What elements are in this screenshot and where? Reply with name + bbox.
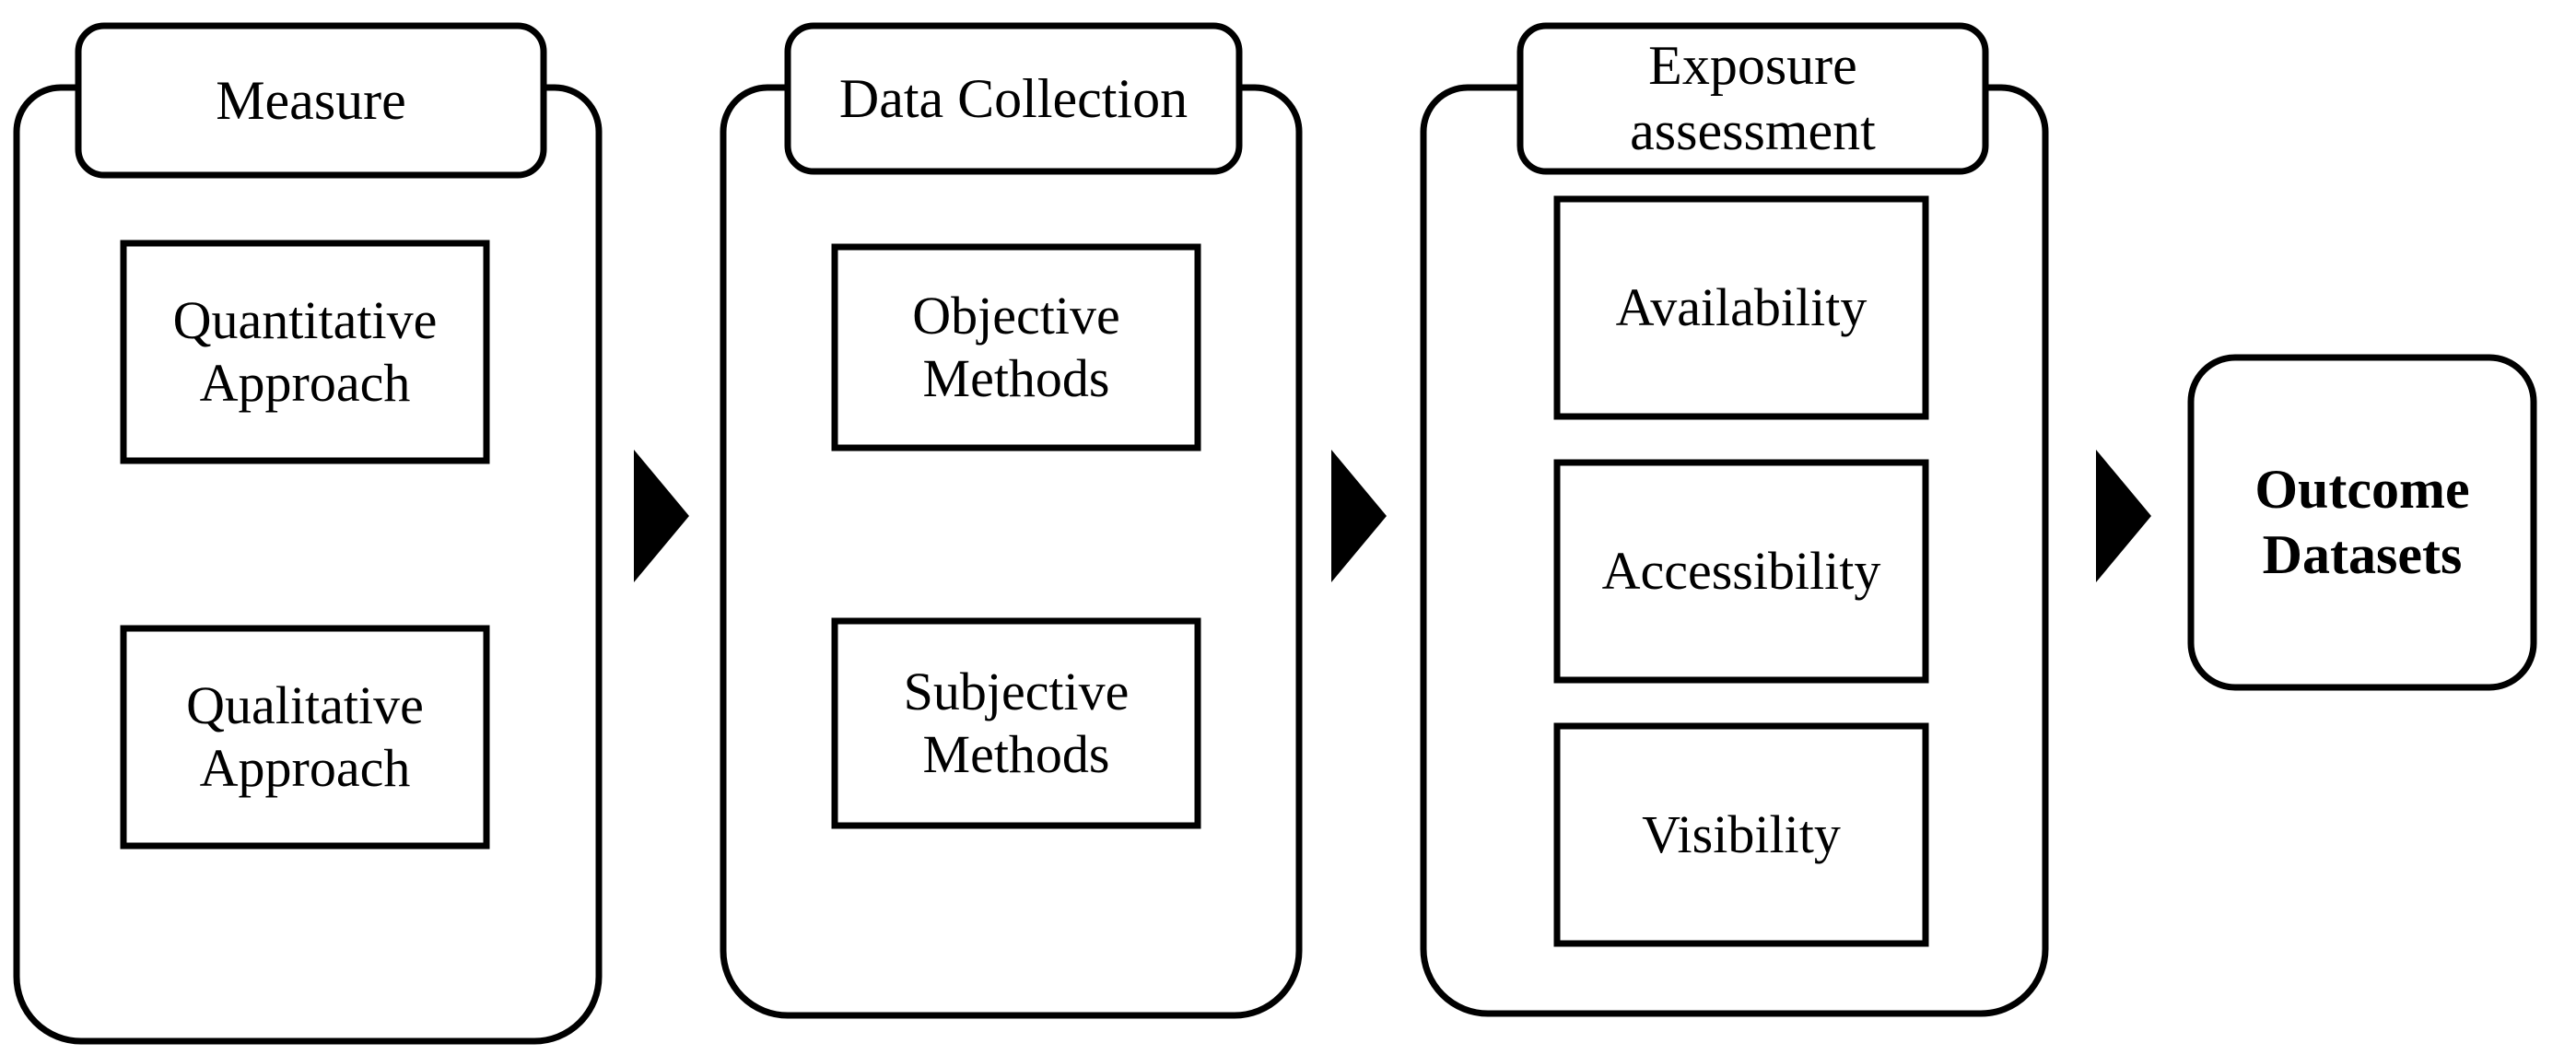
arrow-right-icon-3 [2096,450,2151,582]
item-box-availability [1553,195,1929,420]
item-box-objective-methods [831,243,1201,451]
stage-container-data-collection [720,84,1303,1019]
item-box-qualitative-approach [120,625,490,850]
stage-container-measure [13,84,603,1045]
stage-container-exposure-assessment [1420,84,2049,1017]
stage-group-data-collection [720,22,1303,1019]
item-box-quantitative-approach [120,240,490,464]
stage-group-exposure-assessment [1420,22,2049,1017]
stage-header-tab-data-collection [784,22,1243,175]
terminal-box-outcome-datasets [2187,354,2537,691]
arrow-right-icon-2 [1331,450,1387,582]
stage-group-measure [13,22,603,1045]
arrow-right-icon-1 [634,450,689,582]
stage-header-tab-measure [75,22,547,179]
item-box-accessibility [1553,459,1929,684]
item-box-visibility [1553,722,1929,947]
item-box-subjective-methods [831,617,1201,829]
stage-header-tab-exposure-assessment [1516,22,1989,175]
